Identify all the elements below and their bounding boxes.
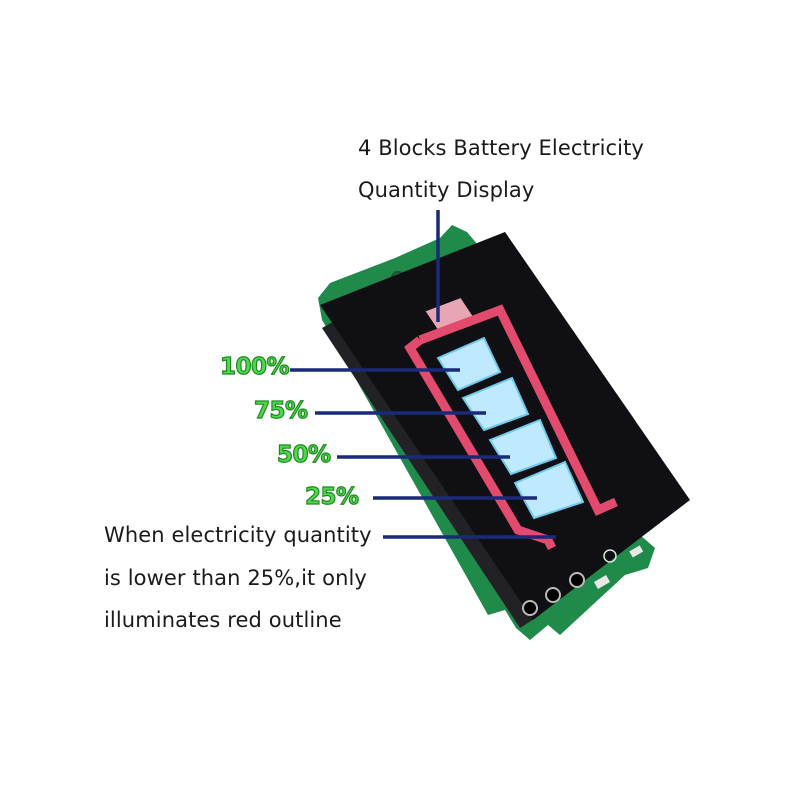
label-25-percent: 25% — [304, 483, 359, 510]
lcd-display — [320, 232, 690, 620]
label-50-percent: 50% — [276, 441, 331, 468]
block-50 — [488, 418, 558, 476]
pcb-pin — [545, 587, 561, 603]
note-line-3: illuminates red outline — [104, 608, 342, 632]
level-blocks — [436, 336, 585, 520]
pcb-pad — [603, 549, 617, 563]
pcb-pin — [569, 572, 585, 588]
battery-red-outline — [404, 298, 618, 551]
label-100-percent: 100% — [219, 353, 290, 380]
pcb-pin — [522, 600, 538, 616]
display-side-edge — [322, 318, 540, 628]
note-line-1: When electricity quantity — [104, 523, 372, 547]
label-75-percent: 75% — [253, 397, 308, 424]
pcb-resistor — [629, 545, 644, 558]
block-25 — [513, 460, 585, 520]
title-line-1: 4 Blocks Battery Electricity — [358, 136, 644, 160]
block-100 — [436, 336, 502, 392]
leader-lines — [290, 210, 556, 539]
title-line-2: Quantity Display — [358, 178, 535, 202]
note-line-2: is lower than 25%,it only — [104, 566, 367, 590]
block-75 — [461, 376, 530, 432]
pcb-resistor — [593, 575, 611, 589]
